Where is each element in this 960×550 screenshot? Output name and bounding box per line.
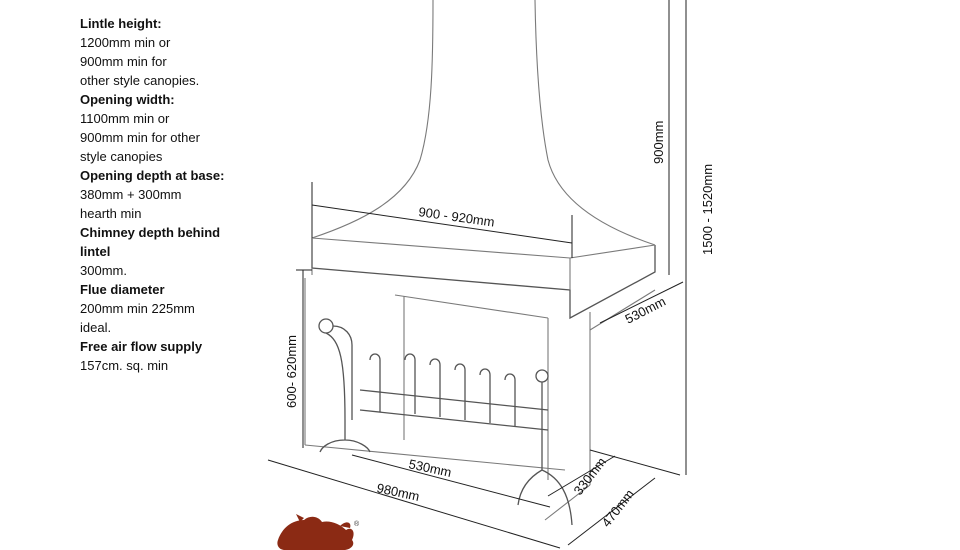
canopy-drawing bbox=[311, 0, 656, 320]
spec-value: ideal. bbox=[80, 320, 112, 335]
spec-label: Opening width: bbox=[80, 92, 175, 107]
outer-depth-label: 470mm bbox=[599, 486, 638, 529]
spec-value: 157cm. sq. min bbox=[80, 358, 169, 373]
spec-value: hearth min bbox=[80, 206, 142, 221]
firebox-drawing bbox=[304, 278, 656, 521]
spec-label: Chimney depth behind lintel bbox=[80, 225, 221, 259]
registered-mark: ® bbox=[354, 520, 360, 528]
spec-value: 900mm min for other bbox=[80, 130, 200, 145]
canopy-depth-label: 530mm bbox=[623, 294, 668, 327]
spec-label: Opening depth at base: bbox=[80, 168, 225, 183]
opening-height-label: 600- 620mm bbox=[284, 335, 299, 408]
spec-value: style canopies bbox=[80, 149, 163, 164]
spec-value: 380mm + 300mm bbox=[80, 187, 182, 202]
flue-height-label: 900mm bbox=[651, 121, 666, 164]
spec-value: 1100mm min or bbox=[80, 111, 170, 126]
spec-label: Lintle height: bbox=[80, 16, 162, 31]
spec-value: 300mm. bbox=[80, 263, 127, 278]
spec-label: Free air flow supply bbox=[80, 339, 203, 354]
spec-value: 200mm min 225mm bbox=[80, 301, 195, 316]
spec-value: 900mm min for bbox=[80, 54, 167, 69]
outer-width-label: 980mm bbox=[375, 480, 421, 504]
lion-logo-icon: ® bbox=[277, 514, 360, 550]
spec-value: other style canopies. bbox=[80, 73, 200, 88]
spec-label: Flue diameter bbox=[80, 282, 165, 297]
inner-width-label: 530mm bbox=[407, 456, 453, 480]
total-height-label: 1500 - 1520mm bbox=[700, 164, 715, 255]
spec-value: 1200mm min or bbox=[80, 35, 171, 50]
dimension-lines bbox=[267, 0, 687, 549]
specifications-panel: Lintle height: 1200mm min or 900mm min for… bbox=[80, 14, 250, 375]
fire-basket-drawing bbox=[318, 318, 573, 526]
